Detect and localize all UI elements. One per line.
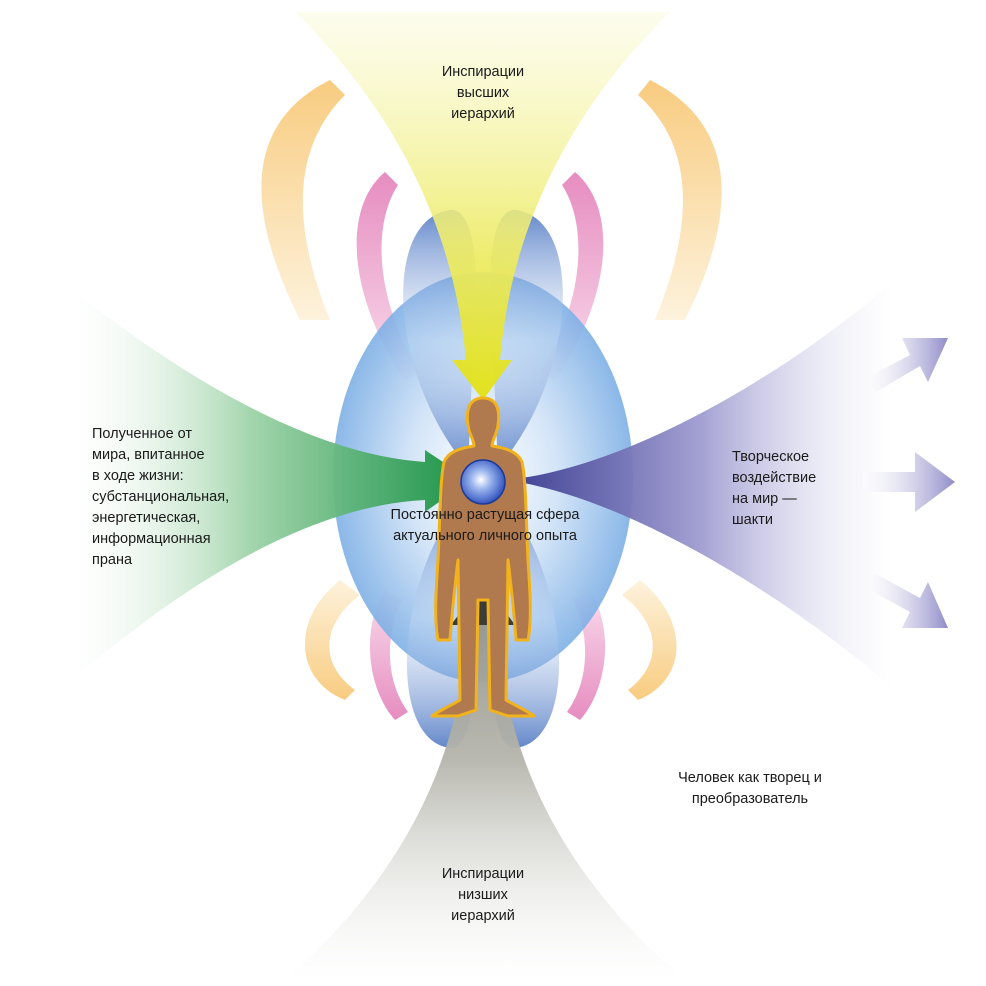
right-flow-arrow <box>505 280 895 690</box>
right-output-arrows <box>862 338 955 628</box>
right-flow-label: Творческое воздействие на мир — шакти <box>732 449 817 528</box>
orange-arcs <box>261 80 722 700</box>
bottom-flow-arrow <box>285 582 685 980</box>
diagram-caption: Человек как творец и преобразователь <box>678 770 822 807</box>
human-figure <box>430 396 536 718</box>
bottom-flow-label: Инспирации низших иерархий <box>441 866 525 924</box>
top-flow-arrow <box>295 12 670 400</box>
left-flow-arrow <box>72 290 470 680</box>
heart-orb <box>460 459 506 505</box>
top-flow-label: Инспирации высших иерархий <box>441 64 525 122</box>
sphere-label: Постоянно растущая сфера актуального лич… <box>390 507 580 544</box>
left-flow-label: Полученное от мира, впитанное в ходе жиз… <box>92 426 230 568</box>
